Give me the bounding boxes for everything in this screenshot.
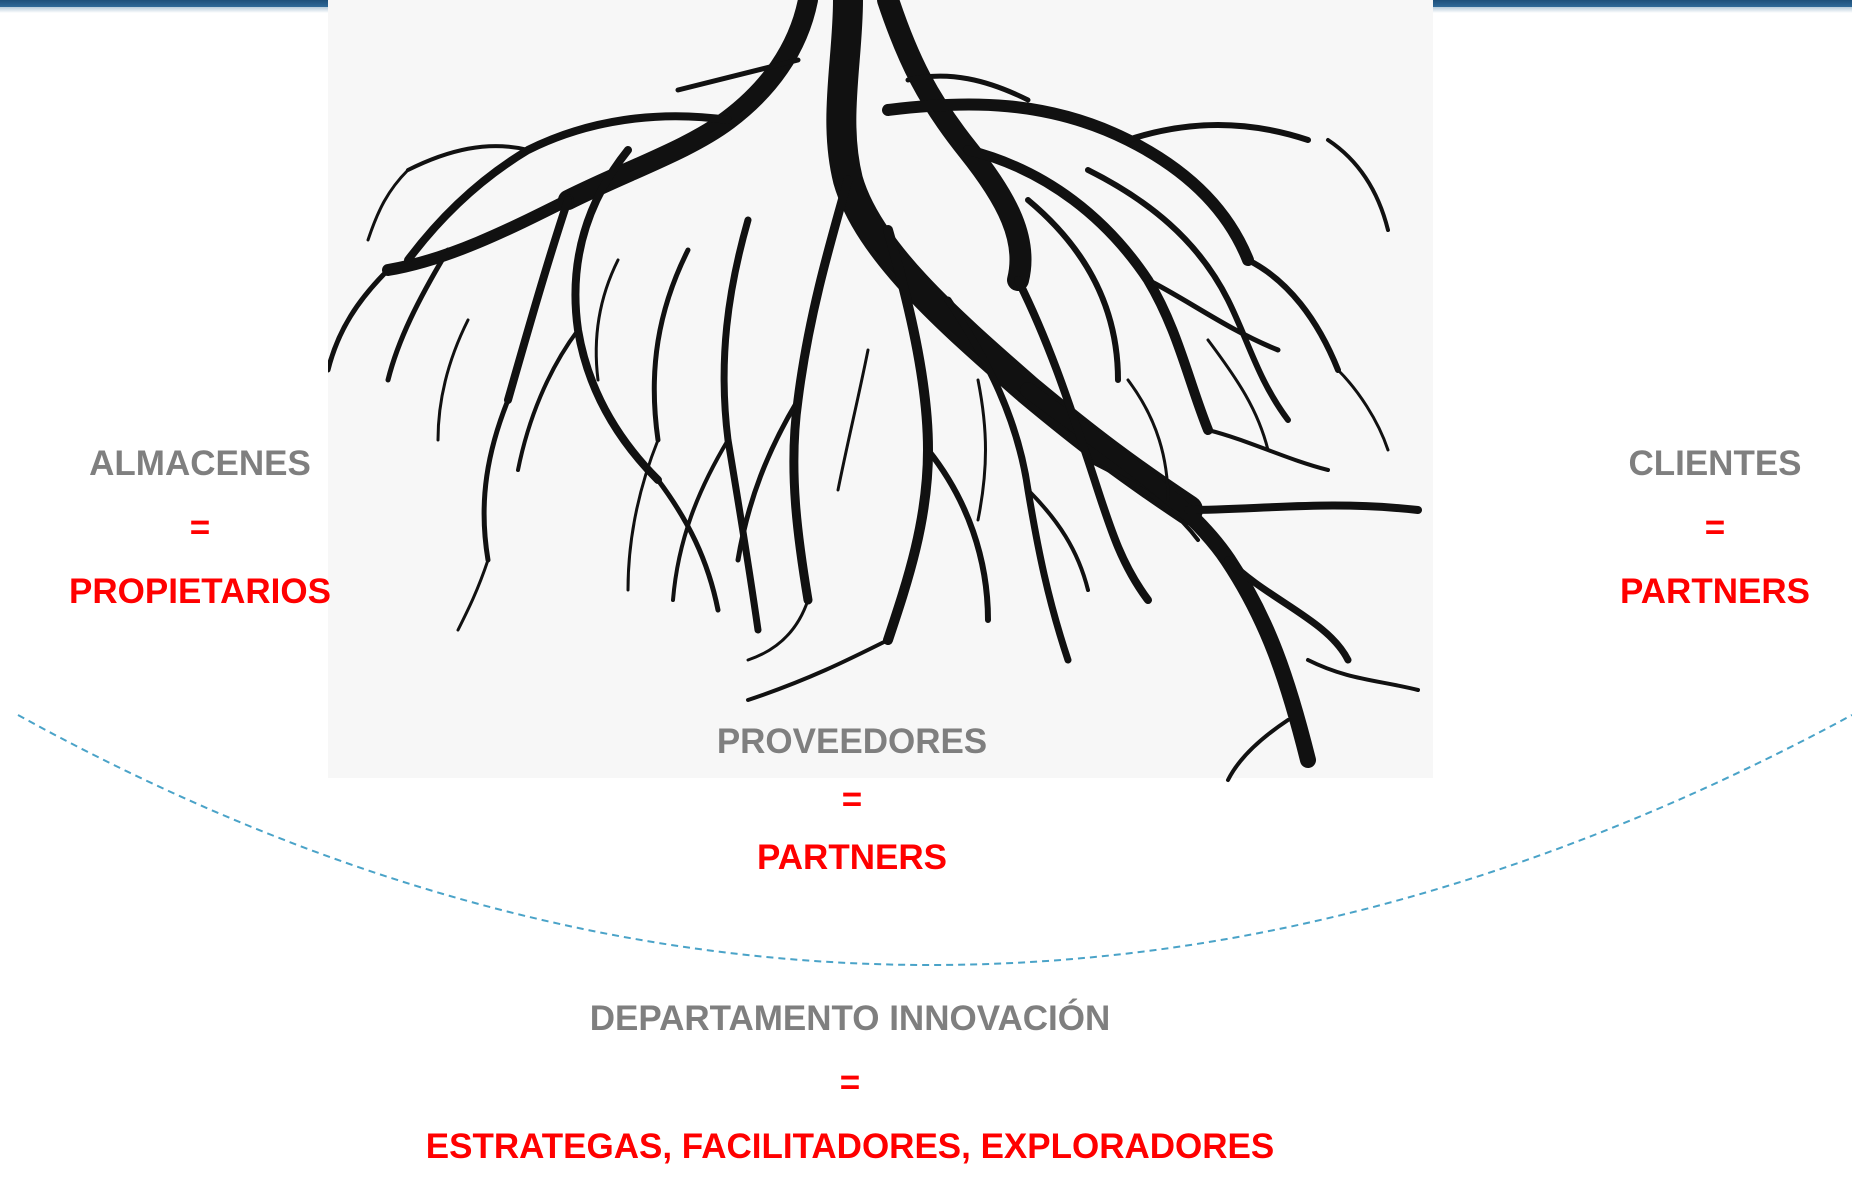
almacenes-title: ALMACENES (89, 444, 311, 483)
proveedores-group: PROVEEDORES = PARTNERS (652, 712, 1052, 888)
proveedores-role: PARTNERS (757, 838, 947, 877)
clientes-role: PARTNERS (1620, 572, 1810, 611)
top-bar-shadow-left (0, 7, 330, 13)
departamento-role: ESTRATEGAS, FACILITADORES, EXPLORADORES (425, 1127, 1275, 1166)
clientes-equals: = (1704, 508, 1726, 547)
clientes-group: CLIENTES = PARTNERS (1560, 432, 1852, 624)
departamento-group: DEPARTAMENTO INNOVACIÓN = ESTRATEGAS, FA… (400, 987, 1300, 1179)
departamento-title: DEPARTAMENTO INNOVACIÓN (589, 999, 1111, 1038)
proveedores-title: PROVEEDORES (716, 722, 988, 761)
departamento-equals: = (839, 1063, 861, 1102)
top-bar-shadow-right (1432, 7, 1852, 13)
tree-roots-icon (328, 0, 1422, 782)
proveedores-equals: = (841, 780, 863, 819)
almacenes-equals: = (189, 508, 211, 547)
almacenes-group: ALMACENES = PROPIETARIOS (40, 432, 360, 624)
clientes-title: CLIENTES (1628, 444, 1802, 483)
almacenes-role: PROPIETARIOS (69, 572, 331, 611)
